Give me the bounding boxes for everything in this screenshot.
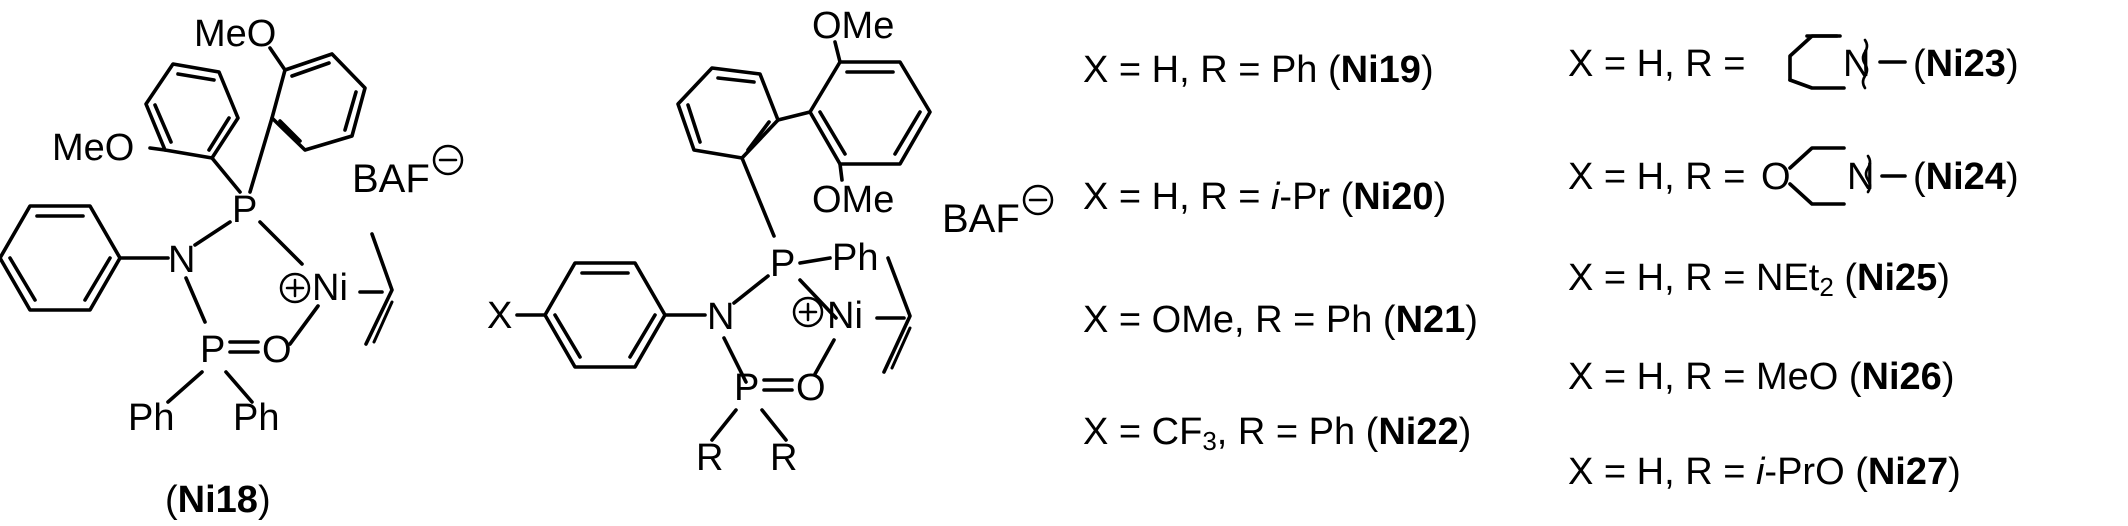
compound-label: Ni23 [1925, 43, 2006, 85]
charge-minus [1022, 184, 1054, 216]
ring-nitrogen: N [1843, 43, 1871, 85]
atom-p: P [232, 189, 257, 231]
bond-ni-o [288, 304, 320, 346]
bond-n-po [184, 276, 207, 324]
compound-label: Ni19 [1340, 49, 1421, 91]
legend-ni19: X = H, R = Ph (Ni19) [1083, 49, 1434, 91]
atom-ni: Ni [827, 295, 863, 337]
atom-p-oxide: P [200, 329, 225, 371]
ring-nitrogen: N [1847, 156, 1875, 198]
label-ome-bottom: OMe [812, 179, 894, 221]
n-phenyl-ring [0, 204, 122, 312]
atom-ni: Ni [312, 267, 348, 309]
label-meo-left: MeO [52, 127, 134, 169]
legend-ni22: X = CF3, R = Ph (Ni22) [1083, 411, 1472, 456]
charge-plus [792, 296, 824, 328]
compound-label: Ni24 [1925, 156, 2006, 198]
compound-label: Ni22 [1378, 411, 1459, 453]
charge-plus [279, 272, 311, 304]
compound-label: Ni20 [1353, 176, 1434, 218]
counterion-baf: BAF [942, 197, 1020, 241]
bond-n-p [193, 220, 232, 247]
legend-ni26: X = H, R = MeO (Ni26) [1568, 356, 1955, 398]
label-r-left: R [696, 437, 723, 479]
bond-p-aryl2 [248, 116, 274, 194]
structure-ni18: N P Ni P O Ph Ph MeO [0, 13, 464, 521]
atom-n: N [707, 296, 734, 338]
compound-label: Ni27 [1867, 451, 1949, 493]
bond-p-ni [258, 220, 304, 266]
atom-o: O [796, 367, 826, 409]
label-r-right: R [770, 437, 797, 479]
allyl-ligand [882, 256, 912, 374]
legend-n21: X = OMe, R = Ph (N21) [1083, 299, 1478, 341]
methoxyphenyl-ring-left [144, 62, 240, 160]
biaryl-ring-lower [676, 66, 780, 160]
compound-label: Ni25 [1857, 257, 1938, 299]
morpholinyl-ring [1788, 146, 1907, 206]
atom-n: N [168, 239, 195, 281]
label-ph: Ph [832, 237, 878, 279]
label-ph-left: Ph [128, 397, 174, 439]
atom-x: X [487, 295, 512, 337]
label-ome-top: OMe [812, 5, 894, 47]
atom-o: O [262, 329, 292, 371]
legend-ni27: X = H, R = i-PrO (Ni27) [1568, 451, 1961, 493]
x-phenyl-ring [543, 261, 667, 369]
compound-label: Ni26 [1861, 356, 1942, 398]
bond-p-aryl1 [210, 156, 242, 194]
biaryl-ring-upper [808, 60, 932, 166]
atom-p-oxide: P [734, 367, 759, 409]
atom-p: P [770, 243, 795, 285]
structure-general: X N P Ph Ni P O R R [487, 5, 1054, 479]
charge-minus [432, 144, 464, 176]
legend-ni24: X = H, R = O N (Ni24) [1568, 156, 2019, 198]
legend-ni23: X = H, R = N (Ni23) [1568, 43, 2019, 85]
counterion-baf: BAF [352, 157, 430, 201]
label-ph-right: Ph [233, 397, 279, 439]
label-meo-top: MeO [194, 13, 276, 55]
piperidinyl-ring [1788, 34, 1907, 90]
compound-label-ni18: (Ni18) [165, 479, 271, 521]
allyl-ligand [364, 232, 394, 346]
legend-ni20: X = H, R = i-Pr (Ni20) [1083, 176, 1447, 218]
legend-ni25: X = H, R = NEt2 (Ni25) [1568, 257, 1950, 302]
ring-oxygen: O [1761, 156, 1791, 198]
compound-label: N21 [1395, 299, 1466, 341]
